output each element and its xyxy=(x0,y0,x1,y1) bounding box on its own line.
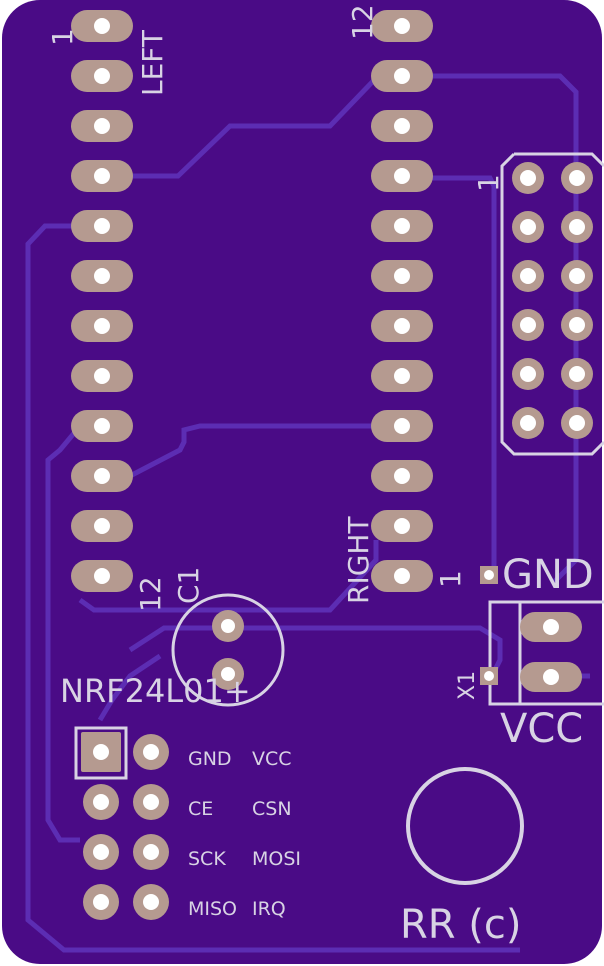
isp-header-pin xyxy=(512,260,544,292)
isp-header-pin xyxy=(512,211,544,243)
isp-header-pin xyxy=(512,407,544,439)
right-header-pin xyxy=(371,210,433,242)
isp-header-pin xyxy=(512,162,544,194)
left-pin-first-label: 1 xyxy=(46,28,79,46)
left-header-pin xyxy=(71,60,133,92)
right-header-pin xyxy=(371,460,433,492)
nrf-header-pin xyxy=(83,834,119,870)
right-header-pin xyxy=(371,360,433,392)
left-header-pin xyxy=(71,510,133,542)
right-header-pin xyxy=(371,60,433,92)
isp-header-pin xyxy=(561,407,593,439)
nrf-pin-labels: GND VCC CE CSN SCK MOSI MISO IRQ xyxy=(188,748,301,920)
nrf-header xyxy=(74,726,169,920)
isp-header-pin xyxy=(561,162,593,194)
nrf-pin-label: SCK xyxy=(188,848,226,870)
nrf-pin-label: CE xyxy=(188,798,213,820)
nrf-header-pin xyxy=(133,834,169,870)
left-header-pin xyxy=(71,460,133,492)
left-header-label: LEFT xyxy=(136,29,169,96)
c1-label: C1 xyxy=(172,567,205,604)
isp-header-pin xyxy=(561,358,593,390)
x1-label: X1 xyxy=(455,671,480,700)
right-header-pin xyxy=(371,10,433,42)
left-header-pin xyxy=(71,360,133,392)
left-header-pin xyxy=(71,110,133,142)
isp-header-pin xyxy=(561,260,593,292)
right-header-pin xyxy=(371,510,433,542)
mounting-hole xyxy=(406,767,524,885)
nrf-header-pin xyxy=(83,784,119,820)
nrf-pin-label: IRQ xyxy=(252,898,286,920)
nrf-pin-label: VCC xyxy=(252,748,292,770)
right-header-pin xyxy=(371,310,433,342)
isp-header-pin xyxy=(561,211,593,243)
nrf-module-label: NRF24L01+ xyxy=(60,672,251,710)
gnd-label: GND xyxy=(502,552,594,598)
nrf-header-pin xyxy=(83,884,119,920)
nrf-pin-label: GND xyxy=(188,748,232,770)
left-header-pin xyxy=(71,160,133,192)
right-pin-first-label: 1 xyxy=(434,570,467,588)
isp-header-pin xyxy=(561,309,593,341)
nrf-pin-label: CSN xyxy=(252,798,292,820)
capacitor-c1 xyxy=(171,593,285,707)
left-header-pin xyxy=(71,10,133,42)
right-header-pin xyxy=(371,260,433,292)
nrf-header-pin xyxy=(133,784,169,820)
nrf-pin-label: MISO xyxy=(188,898,237,920)
right-header-pin xyxy=(371,560,433,592)
right-header-label: RIGHT xyxy=(342,516,375,604)
right-header-pin xyxy=(371,110,433,142)
left-header-pin xyxy=(71,560,133,592)
left-header-pin xyxy=(71,260,133,292)
left-pin-last-label: 12 xyxy=(134,576,167,612)
left-header-pin xyxy=(71,210,133,242)
right-header-pin xyxy=(371,410,433,442)
left-header-pin xyxy=(71,310,133,342)
left-header xyxy=(71,10,133,592)
right-pin-last-label: 12 xyxy=(346,4,379,40)
copyright-label: RR (c) xyxy=(400,902,522,948)
isp-header-pin xyxy=(512,358,544,390)
right-header-pin xyxy=(371,160,433,192)
nrf-pin-label: MOSI xyxy=(252,848,301,870)
right-header xyxy=(371,10,433,592)
nrf-header-pin xyxy=(133,884,169,920)
isp-header xyxy=(500,152,604,456)
power-connector xyxy=(480,566,604,706)
isp-pin-first-label: 1 xyxy=(472,174,505,192)
vcc-label: VCC xyxy=(500,706,583,752)
nrf-header-pin xyxy=(81,732,121,772)
nrf-header-pin xyxy=(133,734,169,770)
isp-header-pin xyxy=(512,309,544,341)
left-header-pin xyxy=(71,410,133,442)
